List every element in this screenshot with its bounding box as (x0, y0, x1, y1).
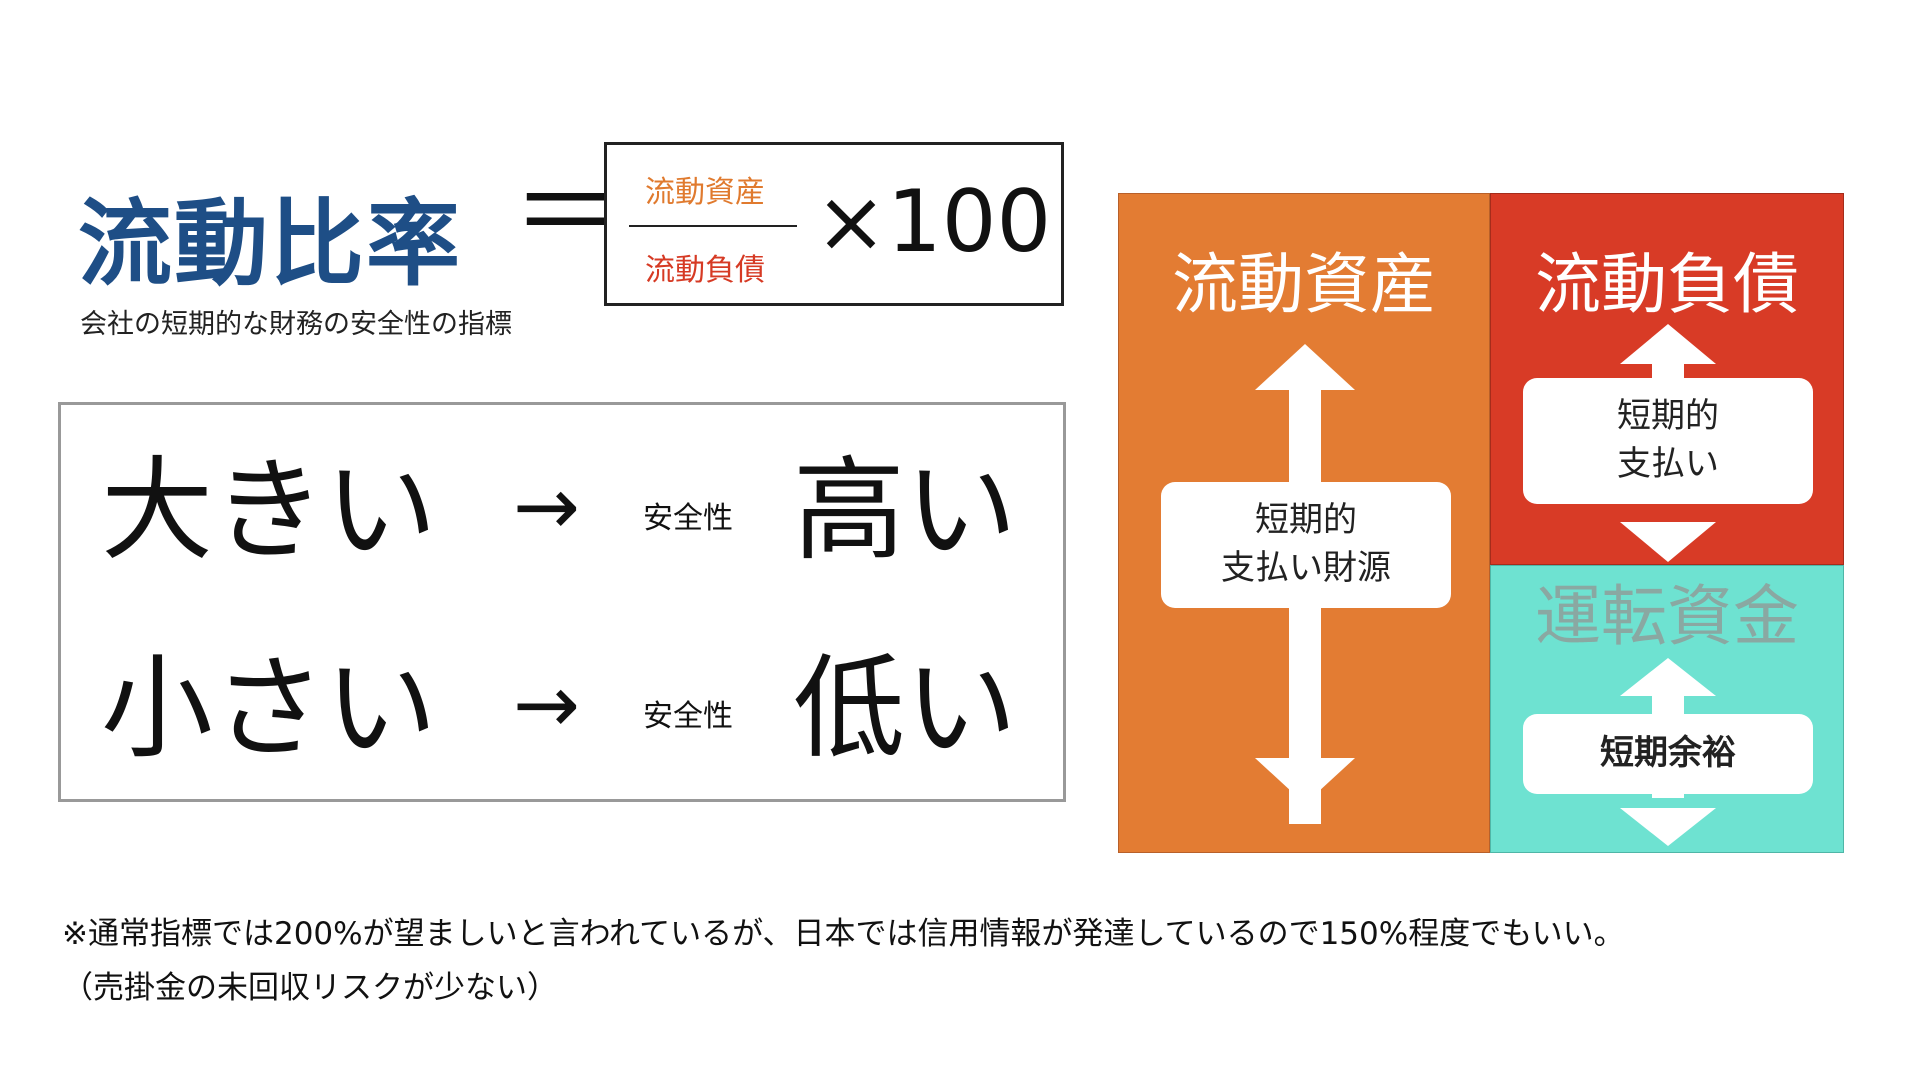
right-arrow-icon: → (513, 460, 581, 553)
ratio-interpretation-box: 大きい → 安全性 高い 小さい → 安全性 低い (58, 402, 1066, 802)
double-arrow-icon (1620, 658, 1716, 846)
current-liabilities-label-card: 短期的 支払い (1523, 378, 1813, 504)
formula-multiplier: ×100 (815, 172, 1052, 272)
ratio-small-label: 小さい (101, 644, 437, 774)
card-line: 短期的 (1255, 500, 1357, 541)
current-assets-label-card: 短期的 支払い財源 (1161, 482, 1451, 608)
fraction-line (629, 225, 797, 227)
working-capital-block: 運転資金 短期余裕 (1490, 565, 1844, 853)
working-capital-title: 運転資金 (1535, 578, 1799, 655)
working-capital-label-card: 短期余裕 (1523, 714, 1813, 794)
equals-sign: ＝ (512, 151, 621, 276)
ratio-large-label: 大きい (101, 446, 437, 576)
page-title: 流動比率 (78, 190, 463, 299)
formula-box: 流動資産 流動負債 ×100 (604, 142, 1064, 306)
card-line: 支払い財源 (1221, 548, 1391, 588)
safety-high-label: 高い (793, 446, 1017, 576)
current-liabilities-block: 流動負債 短期的 支払い (1490, 193, 1844, 565)
safety-label: 安全性 (643, 501, 733, 536)
current-assets-title: 流動資産 (1172, 246, 1436, 323)
footnote: （売掛金の未回収リスクが少ない） (62, 970, 558, 1006)
subtitle: 会社の短期的な財務の安全性の指標 (80, 309, 512, 340)
formula-numerator: 流動資産 (645, 175, 765, 210)
card-line: 短期余裕 (1600, 733, 1736, 774)
card-line: 支払い (1617, 444, 1719, 484)
formula-denominator: 流動負債 (645, 253, 765, 288)
right-arrow-icon: → (513, 658, 581, 751)
footnote: ※通常指標では200%が望ましいと言われているが、日本では信用情報が発達している… (62, 916, 1625, 952)
card-line: 短期的 (1617, 396, 1719, 437)
safety-label: 安全性 (643, 699, 733, 734)
current-assets-block: 流動資産 短期的 支払い財源 (1118, 193, 1490, 853)
current-liabilities-title: 流動負債 (1535, 246, 1799, 323)
safety-low-label: 低い (793, 644, 1017, 774)
